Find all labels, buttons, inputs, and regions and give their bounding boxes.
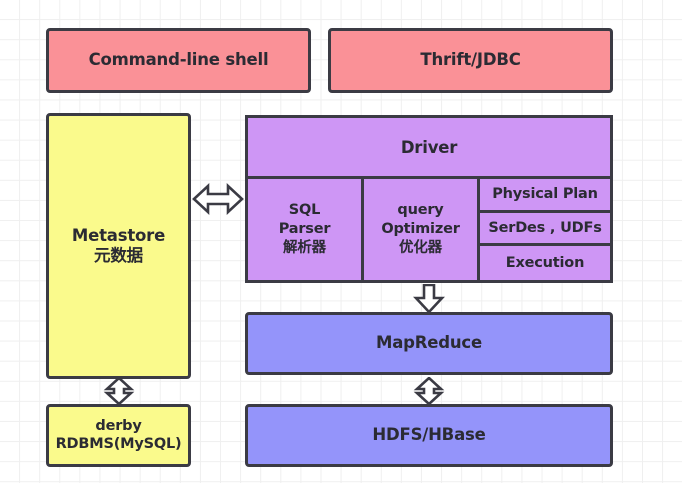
stage-label: Physical Plan [492,186,598,203]
node-label: Thrift/JDBC [420,50,521,70]
node-command-line-shell[interactable]: Command-line shell [46,28,311,93]
sql-parser-line2: Parser [278,221,331,238]
derby-label-line1: derby [95,417,142,434]
driver-col-query-optimizer[interactable]: query Optimizer 优化器 [364,179,480,280]
sql-parser-text: SQL Parser 解析器 [279,201,331,258]
node-metastore[interactable]: Metastore 元数据 [46,113,191,379]
stage-label: SerDes , UDFs [488,220,602,236]
node-hdfs-hbase[interactable]: HDFS/HBase [245,404,613,467]
node-label: HDFS/HBase [372,425,486,445]
driver-title: Driver [248,118,610,179]
query-optimizer-line2: Optimizer [381,221,460,238]
sql-parser-line1: SQL [288,202,321,219]
driver-col-stages: Physical Plan SerDes , UDFs Execution [480,179,610,280]
stage-serdes-udfs[interactable]: SerDes , UDFs [480,213,610,247]
sql-parser-line3: 解析器 [283,239,326,256]
node-mapreduce[interactable]: MapReduce [245,312,613,375]
metastore-label-en: Metastore [71,225,166,245]
derby-label-line2: RDBMS(MySQL) [55,435,182,452]
arrow-driver-mapreduce [412,284,446,314]
query-optimizer-text: query Optimizer 优化器 [381,201,460,258]
node-label: MapReduce [376,333,482,353]
stage-label: Execution [505,255,585,272]
stage-execution[interactable]: Execution [480,246,610,280]
arrow-metastore-driver [192,182,244,216]
arrow-mapreduce-hdfs [413,377,445,405]
arrow-metastore-derby [103,377,135,405]
node-label: Command-line shell [88,50,269,70]
driver-col-sql-parser[interactable]: SQL Parser 解析器 [248,179,364,280]
query-optimizer-line3: 优化器 [399,239,442,256]
driver-columns: SQL Parser 解析器 query Optimizer 优化器 Physi… [248,179,610,280]
query-optimizer-line1: query [397,202,444,219]
node-derby-rdbms[interactable]: derby RDBMS(MySQL) [46,404,191,467]
node-thrift-jdbc[interactable]: Thrift/JDBC [328,28,613,93]
metastore-label-zh: 元数据 [94,246,143,265]
group-driver[interactable]: Driver SQL Parser 解析器 query Optimizer 优化… [245,115,613,283]
stage-physical-plan[interactable]: Physical Plan [480,179,610,213]
